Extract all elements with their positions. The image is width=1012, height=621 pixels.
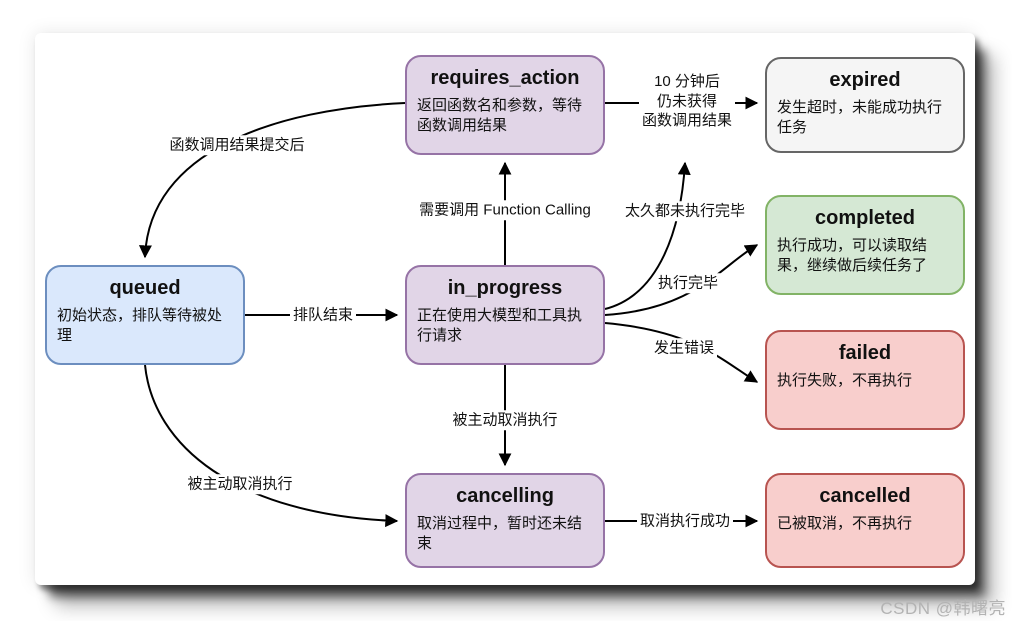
edge-label-timeout-10min: 10 分钟后 仍未获得 函数调用结果 — [638, 71, 736, 131]
edge-requires-action-to-queued — [138, 102, 406, 259]
edge-label-error-occurred: 发生错误 — [650, 338, 718, 358]
node-desc: 执行成功，可以读取结果，继续做后续任务了 — [777, 237, 928, 275]
edge-in-progress-to-expired — [604, 161, 691, 310]
edge-label-queue-end: 排队结束 — [289, 305, 357, 325]
node-desc: 初始状态，排队等待被处理 — [57, 307, 223, 345]
node-failed: failed 执行失败，不再执行 — [765, 330, 965, 430]
node-in-progress: in_progress 正在使用大模型和工具执行请求 — [405, 265, 605, 365]
edge-label-exec-done: 执行完毕 — [654, 273, 722, 293]
edge-label-cancel-requested-left: 被主动取消执行 — [184, 474, 296, 494]
node-title: in_progress — [447, 277, 563, 299]
node-title: requires_action — [430, 67, 580, 89]
node-requires-action: requires_action 返回函数名和参数，等待函数调用结果 — [405, 55, 605, 155]
node-cancelling: cancelling 取消过程中，暂时还未结束 — [405, 473, 605, 568]
edge-queued-to-cancelling — [144, 364, 399, 528]
node-desc: 已被取消，不再执行 — [777, 515, 913, 532]
node-title: cancelled — [819, 485, 911, 507]
edge-label-cancel-requested-mid: 被主动取消执行 — [449, 410, 561, 430]
node-title: expired — [829, 69, 901, 91]
node-title: failed — [838, 342, 892, 364]
diagram-card: requires_action 返回函数名和参数，等待函数调用结果 expire… — [35, 33, 975, 585]
node-queued: queued 初始状态，排队等待被处理 — [45, 265, 245, 365]
node-desc: 返回函数名和参数，等待函数调用结果 — [417, 97, 583, 135]
node-desc: 取消过程中，暂时还未结束 — [417, 515, 583, 553]
edge-label-result-submitted: 函数调用结果提交后 — [166, 135, 308, 155]
node-completed: completed 执行成功，可以读取结果，继续做后续任务了 — [765, 195, 965, 295]
edge-label-need-function-calling: 需要调用 Function Calling — [416, 200, 594, 220]
node-title: queued — [109, 277, 181, 299]
node-desc: 发生超时，未能成功执行任务 — [777, 99, 943, 137]
node-desc: 正在使用大模型和工具执行请求 — [417, 307, 583, 345]
watermark: CSDN @韩曙亮 — [880, 599, 1006, 618]
node-cancelled: cancelled 已被取消，不再执行 — [765, 473, 965, 568]
node-desc: 执行失败，不再执行 — [777, 372, 913, 389]
edge-label-cancel-success: 取消执行成功 — [636, 511, 734, 531]
node-expired: expired 发生超时，未能成功执行任务 — [765, 57, 965, 153]
node-title: cancelling — [456, 485, 554, 507]
edge-label-too-long: 太久都未执行完毕 — [621, 201, 749, 221]
node-title: completed — [814, 207, 916, 229]
